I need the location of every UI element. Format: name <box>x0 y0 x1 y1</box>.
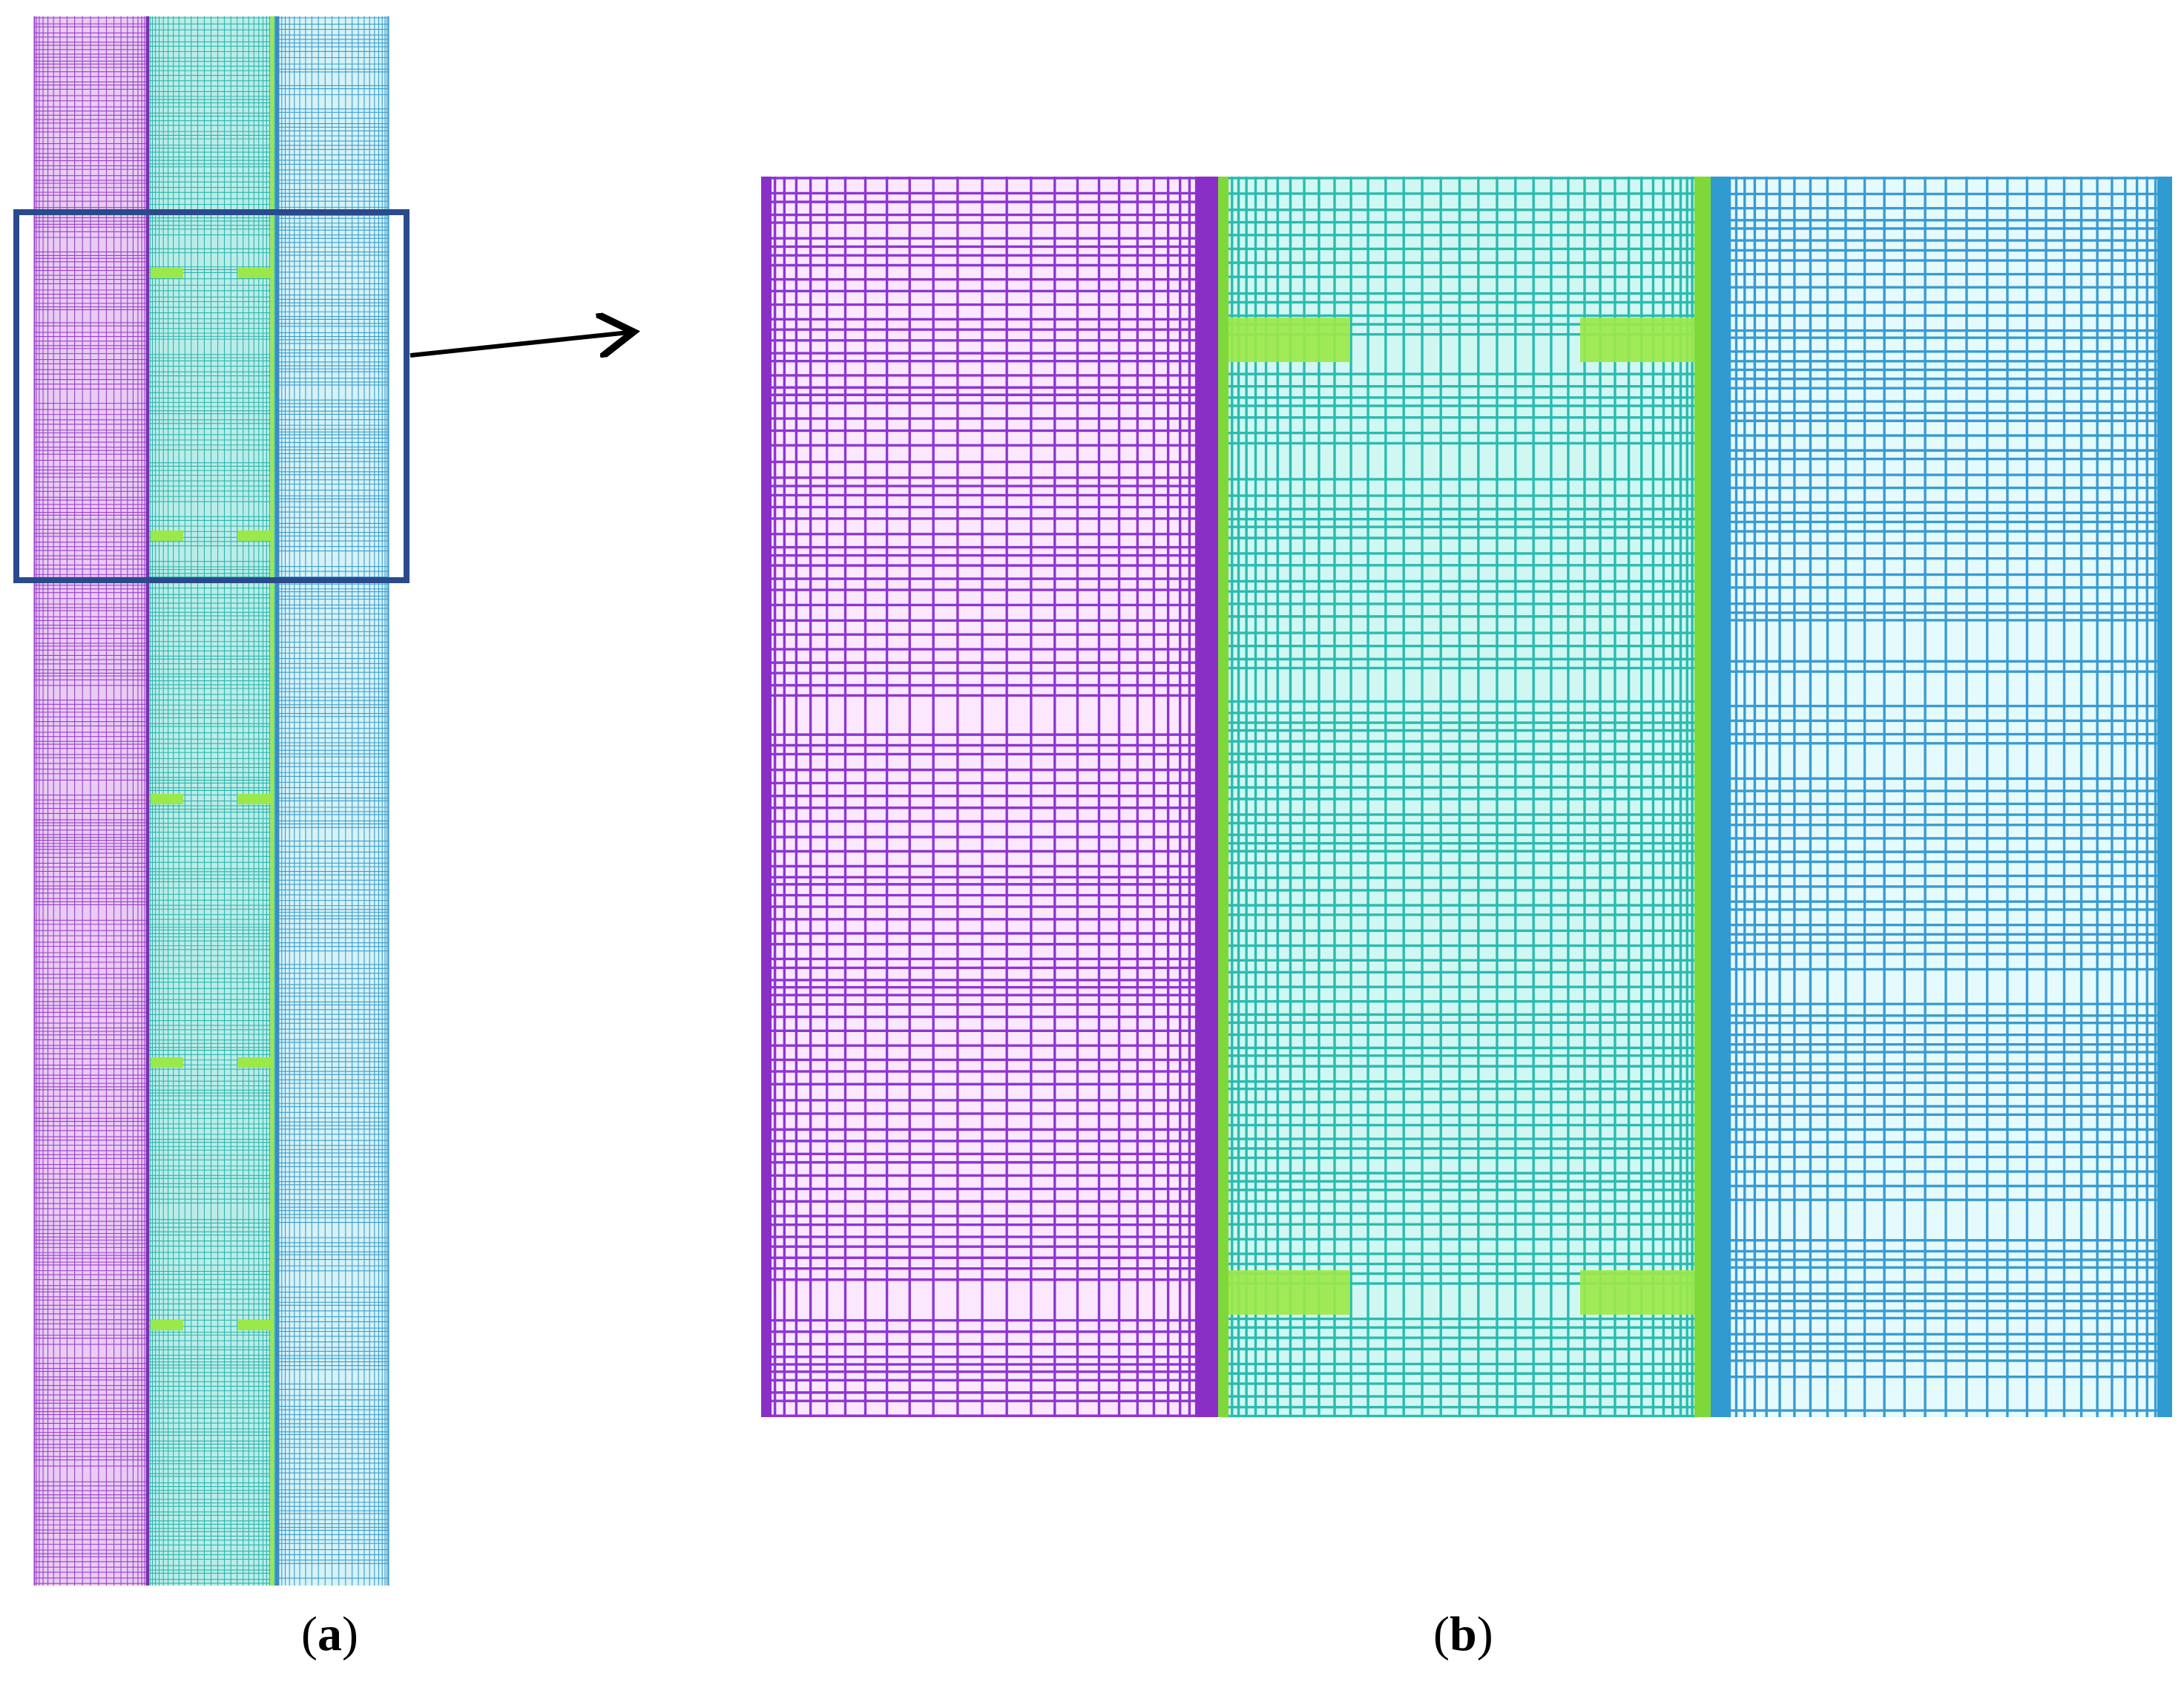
panel-b-interface-purple-teal <box>1196 177 1218 1417</box>
panel-b-layer-blue <box>1720 177 2172 1417</box>
panel-b-left-edge <box>761 177 772 1417</box>
caption-a-open: ( <box>301 1607 318 1661</box>
zoom-arrow <box>410 332 629 355</box>
caption-a-close: ) <box>341 1607 358 1661</box>
panel-b-zoomed-mesh <box>761 177 2172 1418</box>
panel-a-coupler-right-1 <box>237 530 271 541</box>
zoom-region-box <box>13 209 410 583</box>
panel-a-coupler-left-3 <box>151 1057 183 1068</box>
panel-b-interface-teal-blue <box>1711 177 1730 1417</box>
panel-b-right-edge <box>2157 177 2172 1417</box>
panel-b-coupler-left-1 <box>1228 1270 1350 1315</box>
panel-b-interface-green-left <box>1218 177 1228 1417</box>
panel-a-coupler-marks <box>151 268 271 1330</box>
panel-a-coupler-left-0 <box>151 268 183 278</box>
panel-a-coupler-left-1 <box>151 530 183 541</box>
panel-b-coupler-marks <box>1228 318 1706 1315</box>
panel-a-coupler-right-4 <box>237 1320 271 1330</box>
panel-b-coupler-right-0 <box>1580 318 1706 362</box>
panel-a-layer-purple <box>33 16 148 1586</box>
panel-b-coupler-left-0 <box>1228 318 1350 362</box>
panel-b-interface-green-right <box>1694 177 1711 1417</box>
panel-a-full-mesh <box>33 16 389 1586</box>
caption-a-label: a <box>317 1607 342 1661</box>
panel-a-coupler-right-2 <box>237 794 271 804</box>
panel-a-coupler-right-3 <box>237 1057 271 1068</box>
panel-b-layer-teal <box>1219 177 1700 1418</box>
panel-a-coupler-left-2 <box>151 794 183 804</box>
caption-b-open: ( <box>1433 1607 1450 1661</box>
caption-b-label: b <box>1449 1607 1477 1661</box>
panel-a-interfaces <box>146 16 279 1586</box>
caption-b: (b) <box>1433 1610 1493 1659</box>
caption-a: (a) <box>301 1610 358 1659</box>
panel-a-coupler-right-0 <box>237 268 271 278</box>
panel-b-coupler-right-1 <box>1580 1270 1706 1315</box>
panel-b-interfaces <box>761 177 2172 1417</box>
panel-a-coupler-left-4 <box>151 1320 183 1330</box>
caption-b-close: ) <box>1476 1607 1493 1661</box>
panel-a-layer-blue <box>274 16 389 1586</box>
panel-b-layer-purple <box>761 177 1203 1417</box>
